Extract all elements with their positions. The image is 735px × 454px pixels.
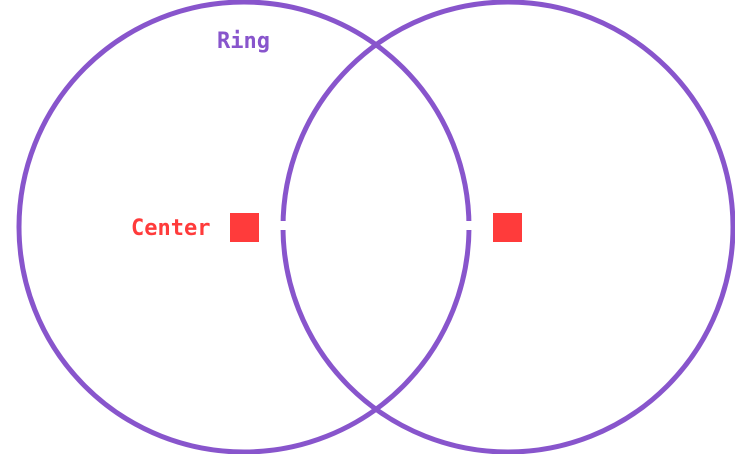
ring-label: Ring [217, 29, 270, 54]
center-label: Center [131, 216, 210, 241]
left-center-marker [230, 213, 259, 242]
left-ring-gap [279, 221, 289, 230]
right-ring-gap [464, 221, 474, 230]
right-center-marker [493, 213, 522, 242]
